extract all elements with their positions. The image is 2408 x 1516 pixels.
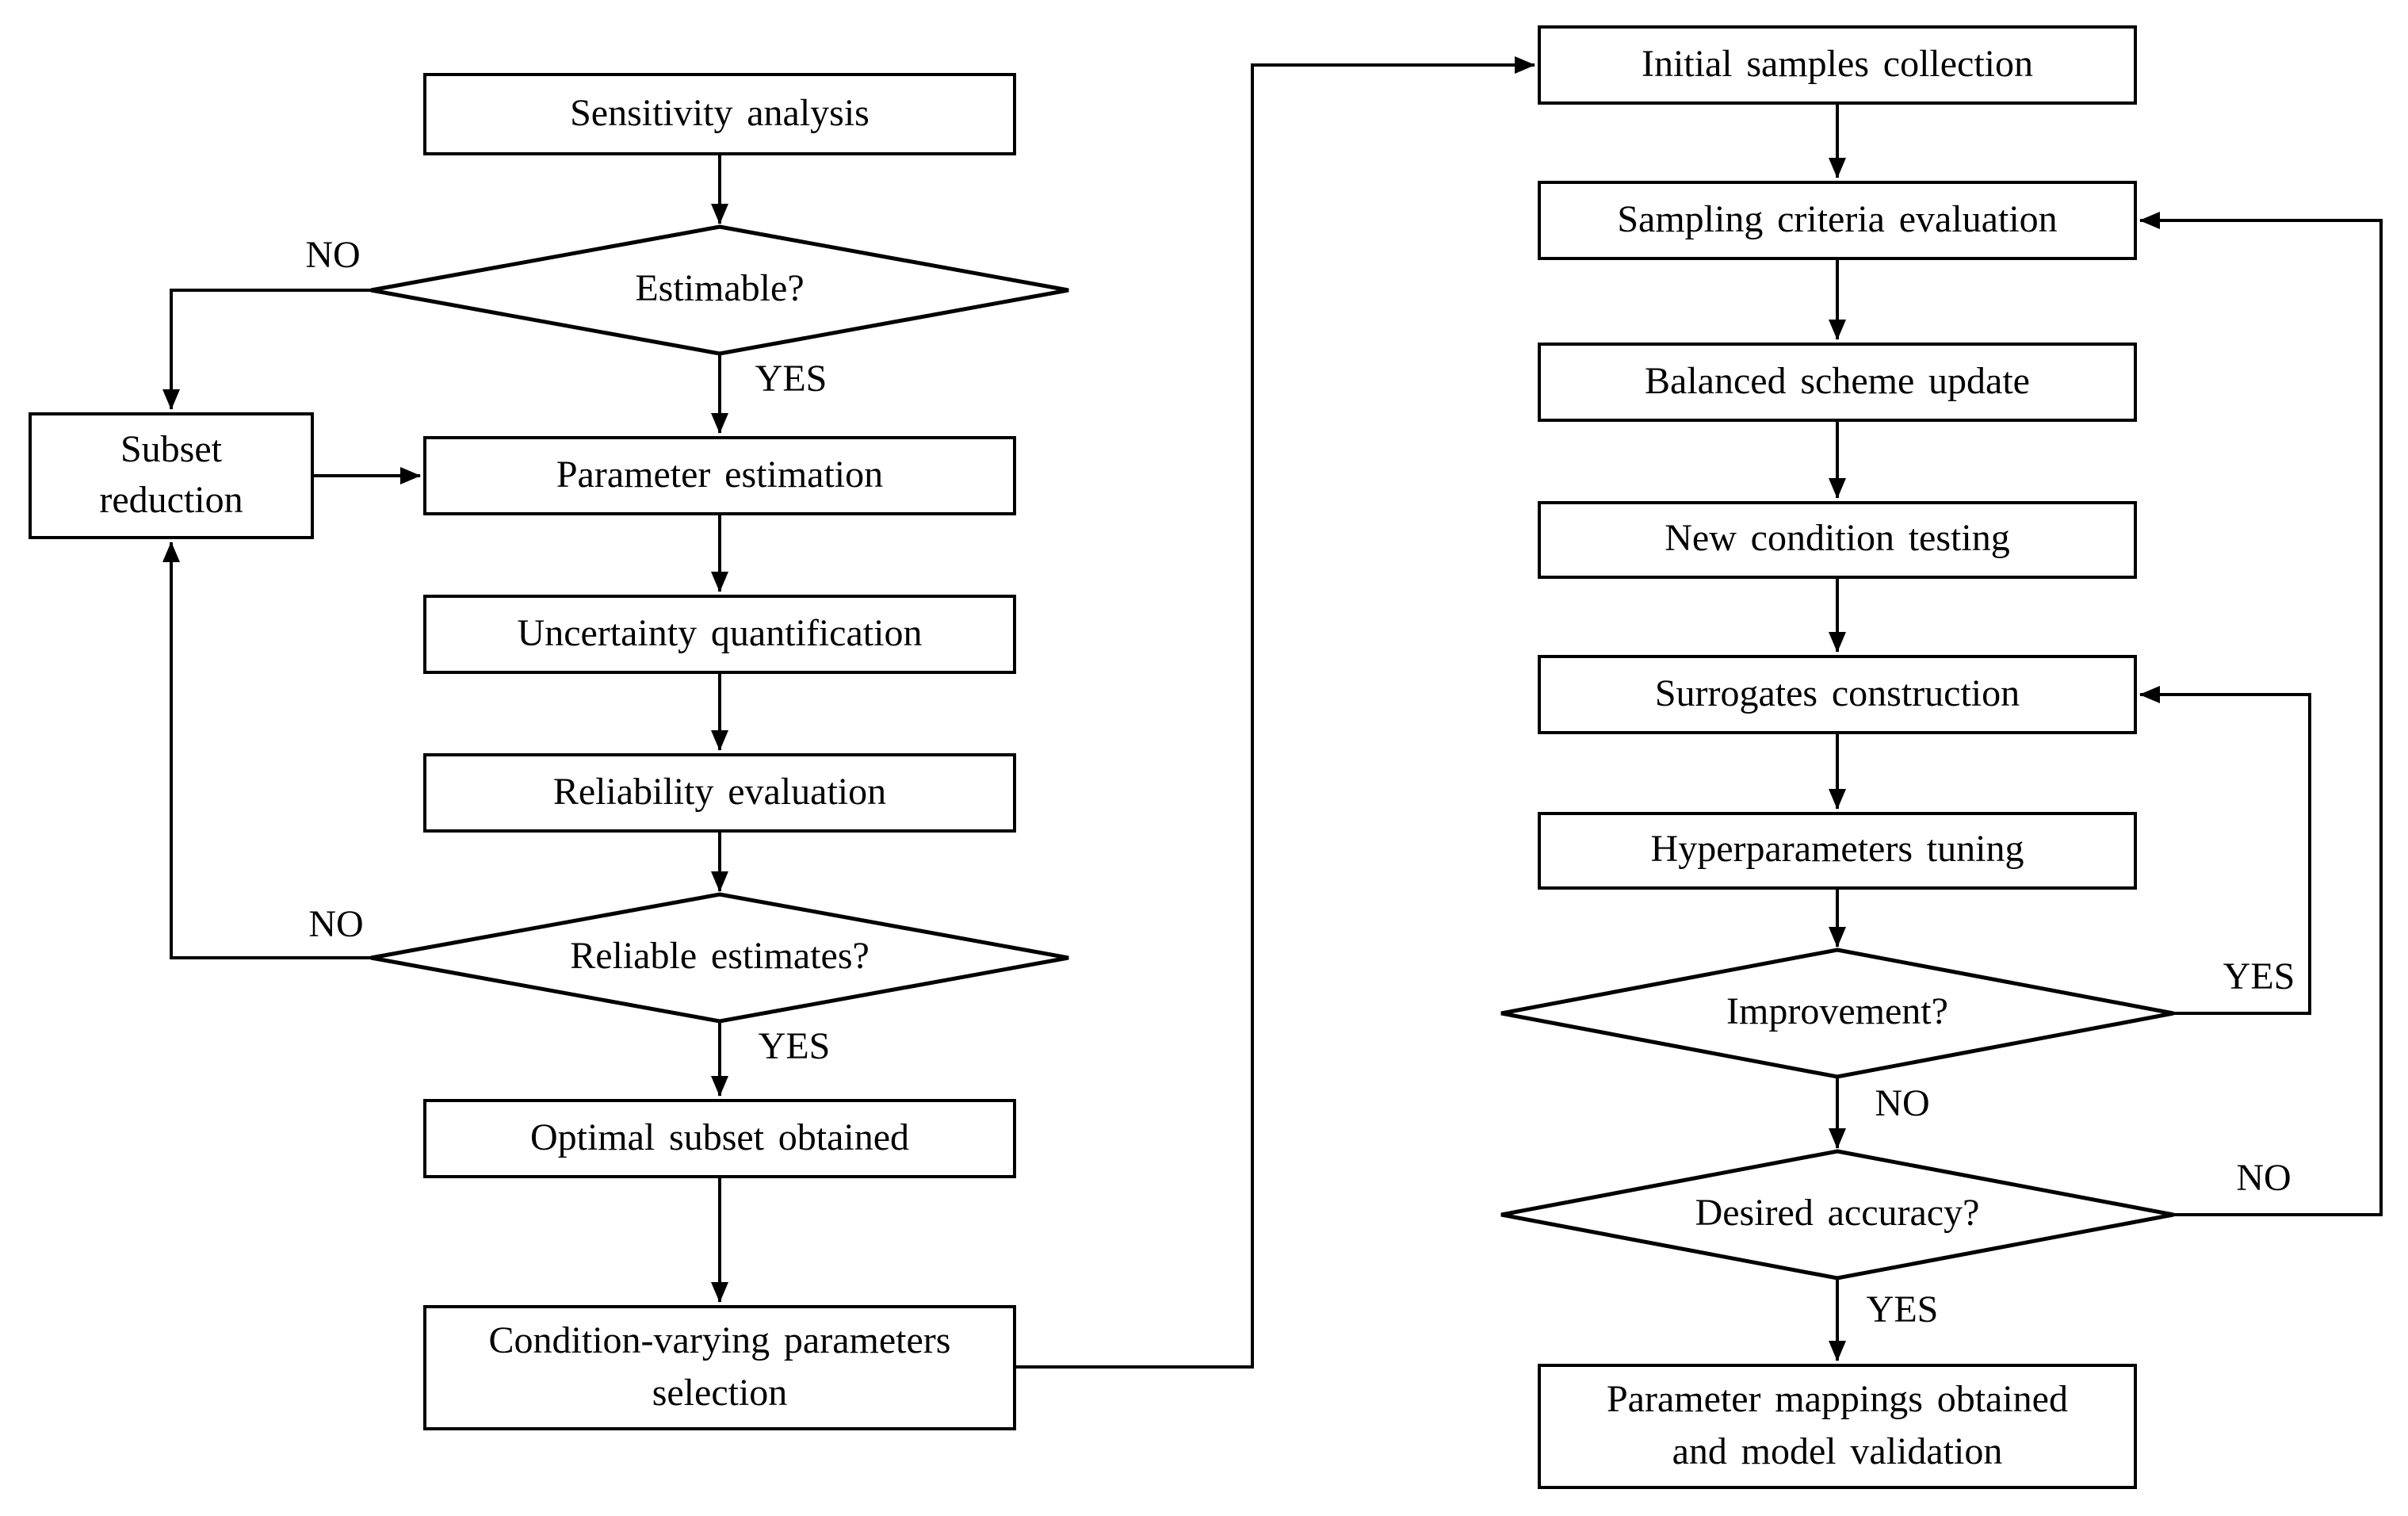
node-initial-samples-collection-label: Initial samples collection (1641, 44, 2034, 86)
node-surrogates-construction: Surrogates construction (1538, 655, 2137, 734)
node-parameter-mappings-validation-label: Parameter mappings obtained and model va… (1606, 1380, 2068, 1472)
node-condition-varying-selection-label: Condition-varying parameters selection (488, 1321, 951, 1414)
node-condition-varying-selection: Condition-varying parameters selection (423, 1305, 1016, 1430)
edge-label-desired-no: NO (2236, 1158, 2291, 1200)
edge-reliable-no (162, 542, 371, 959)
node-reliability-evaluation: Reliability evaluation (423, 753, 1016, 833)
node-subset-reduction: Subset reduction (29, 412, 314, 539)
decision-desired-accuracy-label: Desired accuracy? (1695, 1193, 1980, 1235)
decision-estimable-label: Estimable? (635, 269, 805, 310)
decision-reliable-estimates-shape (370, 892, 1069, 1024)
node-reliability-evaluation-label: Reliability evaluation (552, 771, 887, 814)
node-hyperparameters-tuning-label: Hyperparameters tuning (1650, 829, 2024, 871)
edge-label-estimable-yes: YES (755, 359, 828, 400)
node-sensitivity-analysis: Sensitivity analysis (423, 73, 1016, 155)
edge-estimable-no (162, 289, 371, 410)
node-balanced-scheme-update: Balanced scheme update (1538, 343, 2137, 422)
node-balanced-scheme-update-label: Balanced scheme update (1645, 361, 2030, 403)
edge-label-improvement-yes: YES (2223, 957, 2295, 998)
decision-improvement-shape (1500, 948, 2174, 1079)
decision-desired-accuracy-shape (1500, 1149, 2174, 1281)
node-new-condition-testing-label: New condition testing (1665, 519, 2010, 561)
node-initial-samples-collection: Initial samples collection (1538, 25, 2137, 105)
edge-condition-to-initial (1016, 56, 1535, 1369)
decision-estimable-shape (370, 224, 1069, 356)
edge-desired-no-loop (2139, 212, 2383, 1216)
edge-label-reliable-no: NO (308, 905, 364, 946)
decision-reliable-estimates-label: Reliable estimates? (570, 936, 870, 978)
edge-label-reliable-yes: YES (758, 1027, 831, 1068)
node-subset-reduction-label: Subset reduction (99, 429, 243, 522)
node-optimal-subset-obtained-label: Optimal subset obtained (529, 1117, 910, 1159)
edge-improvement-yes-loop (2139, 686, 2311, 1015)
node-parameter-estimation: Parameter estimation (423, 436, 1016, 515)
node-sampling-criteria-evaluation: Sampling criteria evaluation (1538, 181, 2137, 260)
node-new-condition-testing: New condition testing (1538, 501, 2137, 579)
node-surrogates-construction-label: Surrogates construction (1654, 673, 2020, 715)
edge-label-desired-yes: YES (1866, 1290, 1939, 1331)
node-parameter-estimation-label: Parameter estimation (556, 454, 884, 496)
node-uncertainty-quantification-label: Uncertainty quantification (517, 613, 923, 655)
node-optimal-subset-obtained: Optimal subset obtained (423, 1099, 1016, 1178)
decision-improvement-label: Improvement? (1726, 992, 1948, 1033)
node-parameter-mappings-validation: Parameter mappings obtained and model va… (1538, 1364, 2137, 1489)
edge-label-improvement-no: NO (1875, 1084, 1930, 1125)
node-sensitivity-analysis-label: Sensitivity analysis (570, 93, 870, 135)
node-uncertainty-quantification: Uncertainty quantification (423, 595, 1016, 674)
node-sampling-criteria-evaluation-label: Sampling criteria evaluation (1617, 199, 2058, 241)
edge-label-estimable-no: NO (305, 235, 361, 277)
node-hyperparameters-tuning: Hyperparameters tuning (1538, 812, 2137, 890)
